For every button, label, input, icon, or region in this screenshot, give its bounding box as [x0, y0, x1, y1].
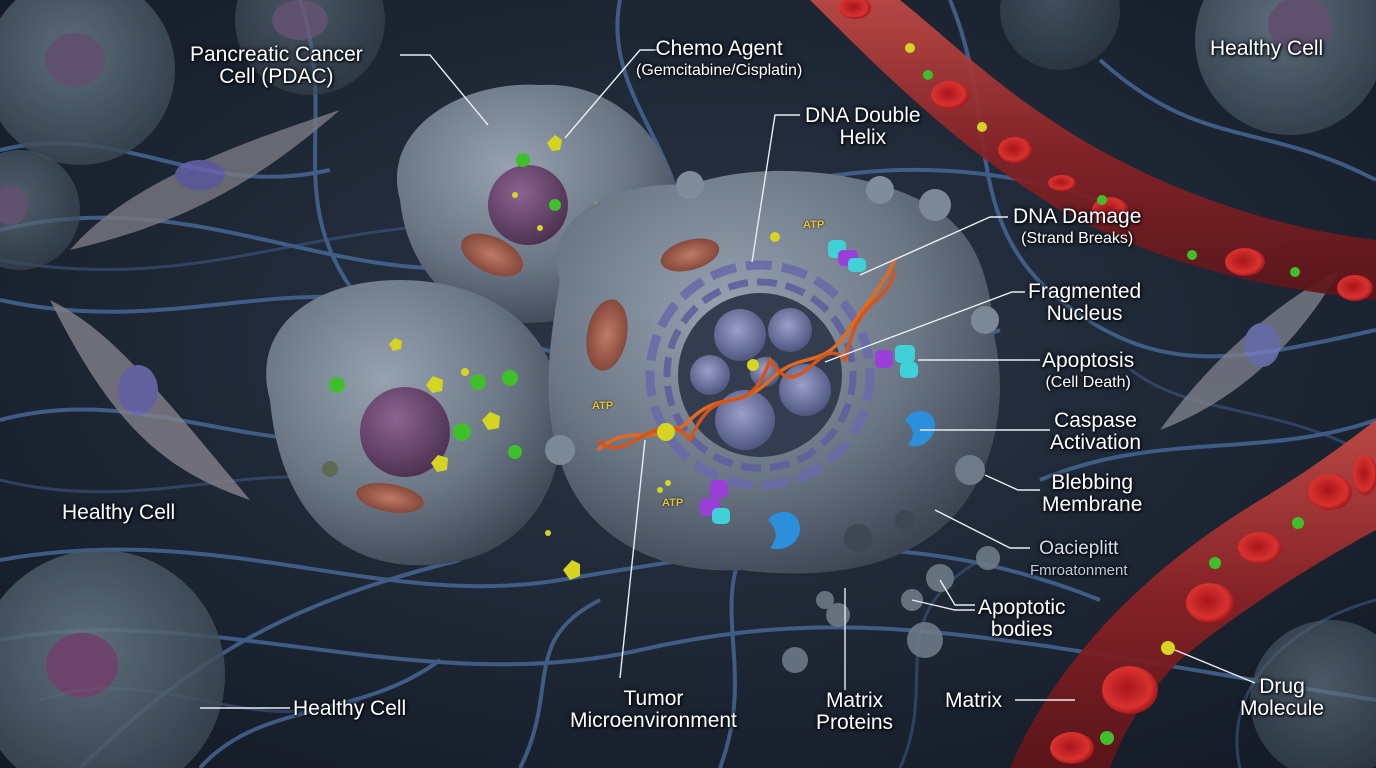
label-healthy-cell-bottom-left: Healthy Cell — [293, 697, 407, 720]
blood-vessel-bottom — [1010, 420, 1376, 768]
fibroblast-cells — [50, 110, 1340, 500]
pdac-cell-left — [266, 280, 562, 566]
blood-vessel-top — [810, 0, 1376, 301]
label-matrix: Matrix — [945, 689, 1003, 712]
apoptotic-bodies-shapes — [782, 546, 1000, 673]
label-apoptosis: Apoptosis(Cell Death) — [1042, 349, 1135, 392]
apoptosis-proteins — [700, 240, 918, 524]
leader-lines — [200, 49, 1256, 709]
label-healthy-cell-left: Healthy Cell — [62, 501, 176, 524]
label-chemo-agent: Chemo Agent(Gemcitabine/Cisplatin) — [636, 37, 803, 80]
apoptotic-cancer-cell — [545, 170, 1000, 574]
atp-label-1: ATP — [803, 219, 825, 231]
label-dna-damage: DNA Damage(Strand Breaks) — [1013, 205, 1142, 248]
fragmented-nucleus — [690, 308, 831, 450]
label-healthy-cell-top-right: Healthy Cell — [1210, 37, 1324, 60]
atp-label-2: ATP — [592, 400, 614, 412]
caspase-proteins — [768, 410, 935, 550]
atp-label-3: ATP — [662, 497, 684, 509]
